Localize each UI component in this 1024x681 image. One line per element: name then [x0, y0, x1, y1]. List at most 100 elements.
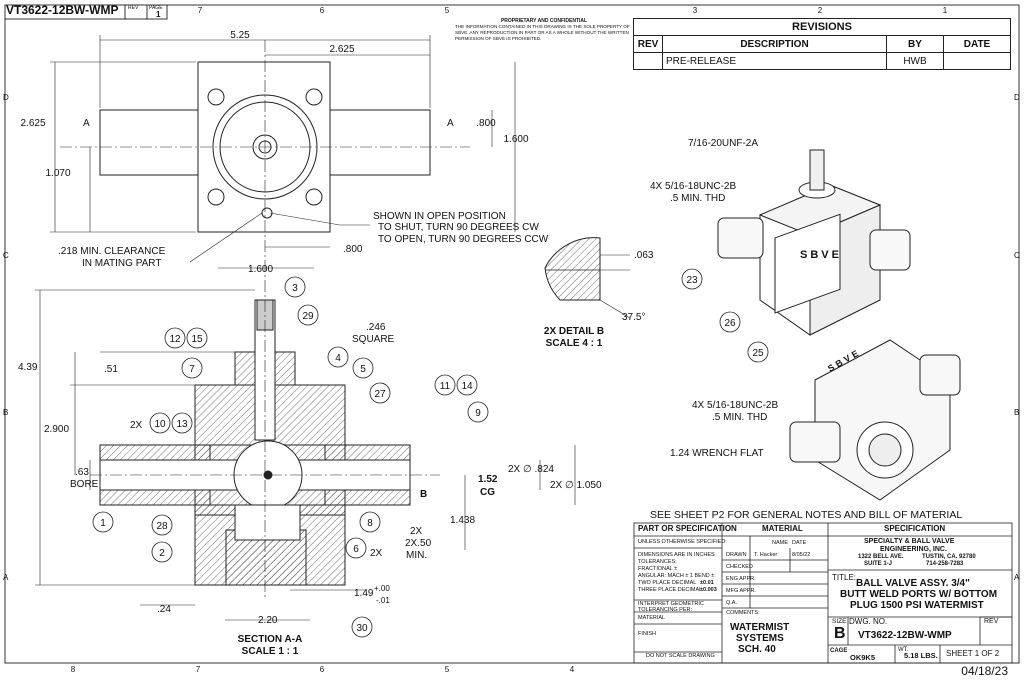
zone-top: 1: [943, 6, 948, 15]
tol-minus: -.01: [376, 596, 390, 605]
dim-min: MIN.: [406, 550, 427, 561]
page-header-label: PAGE: [149, 5, 163, 11]
date-header: DATE: [792, 540, 807, 546]
dim-1438: 1.438: [450, 515, 475, 526]
dim-250: 2X.50: [405, 538, 432, 549]
balloon-label: 13: [176, 419, 188, 430]
zone-top: 5: [445, 6, 450, 15]
mfg-appr-label: MFG APPR.: [726, 588, 756, 594]
section-balloons: 3 29 12 15 4 7 5 27 11 14 9 10 13 1 28 8…: [92, 276, 489, 638]
balloon-label: 12: [169, 334, 181, 345]
size-value: B: [834, 625, 846, 642]
sheet-label: SHEET 1 OF 2: [946, 649, 1000, 658]
interpret-label: INTERPRET GEOMETRIC: [638, 601, 704, 607]
zone-side: A: [3, 573, 9, 582]
balloon-label: 1: [100, 518, 106, 529]
rev-header-label: REV: [128, 5, 139, 11]
zone-bottom: 6: [320, 665, 325, 674]
balloon: [369, 382, 391, 404]
rev-col-header: REV: [633, 35, 663, 53]
title-block-grid: [633, 522, 1013, 664]
date-cell: [943, 52, 1011, 70]
balloon-label: 9: [475, 408, 481, 419]
dwg-no-value: VT3622-12BW-WMP: [858, 630, 952, 641]
zone-top: 7: [198, 6, 203, 15]
dim-bottom-800: .800: [343, 244, 363, 255]
title-line-3: PLUG 1500 PSI WATERMIST: [850, 600, 984, 611]
detail-dim-063: .063: [634, 250, 654, 261]
company-line-2: ENGINEERING, INC.: [880, 546, 947, 553]
three-place-value: ±0.003: [700, 587, 717, 593]
balloon-label: 29: [302, 311, 314, 322]
material-line-2: SYSTEMS: [736, 633, 784, 644]
part-spec-label: PART OR SPECIFICATION: [638, 524, 737, 533]
address-line-1: 1322 BELL AVE.: [858, 554, 904, 560]
balloon-label: 7: [189, 364, 195, 375]
zone-side: B: [1014, 408, 1019, 417]
zone-top: 2: [818, 6, 823, 15]
detail-b-view: [544, 237, 631, 319]
section-marker-a: A: [447, 118, 454, 129]
section-dims: [35, 289, 576, 621]
balloon: [351, 616, 373, 638]
comments-label: COMMENTS:: [726, 610, 760, 616]
title-block: PART OR SPECIFICATION MATERIAL SPECIFICA…: [634, 521, 1012, 662]
revisions-table: REVISIONS REV DESCRIPTION BY DATE PRE-RE…: [633, 18, 1011, 70]
balloon: [151, 514, 173, 536]
balloon: [151, 541, 173, 563]
dim-220: 2.20: [258, 615, 278, 626]
tol-plus: +.00: [374, 584, 390, 593]
proprietary-title: PROPRIETARY AND CONFIDENTIAL: [500, 18, 588, 24]
material-header: MATERIAL: [762, 524, 803, 533]
title-label: TITLE:: [832, 573, 857, 582]
label-2x: 2X: [130, 420, 143, 431]
section-marker-a: A: [83, 118, 90, 129]
cage-label: CAGE: [830, 648, 848, 654]
cage-value: OK9K5: [850, 653, 876, 662]
two-place-label: TWO PLACE DECIMAL: [638, 580, 697, 586]
cg-label: CG: [480, 487, 495, 498]
dim-2x824: 2X ∅ .824: [508, 464, 554, 475]
detail-angle: 37.5°: [622, 312, 645, 323]
balloon: [164, 327, 186, 349]
unless-label: UNLESS OTHERWISE SPECIFIED:: [638, 539, 727, 545]
address-line-2: TUSTIN, CA. 92780: [922, 554, 976, 560]
balloon-label: 14: [461, 381, 473, 392]
note-open-3: TO OPEN, TURN 90 DEGREES CCW: [378, 234, 549, 245]
dim-63: .63: [75, 467, 89, 478]
dim-439: 4.39: [18, 362, 38, 373]
detail-title: 2X DETAIL B: [544, 326, 604, 337]
balloon-label: 3: [292, 283, 298, 294]
eng-appr-label: ENG APPR.: [726, 576, 756, 582]
zone-top: 6: [320, 6, 325, 15]
zone-labels: 7 6 5 3 2 1 8 7 6 5 4 D C B A D C B A: [3, 6, 1020, 674]
by-cell: HWB: [886, 52, 944, 70]
drawn-date: 8/05/22: [792, 552, 811, 558]
balloon-label: 5: [360, 364, 366, 375]
drawn-by: T. Hacker: [754, 552, 778, 558]
tol-per-label: TOLERANCING PER:: [638, 607, 692, 613]
company-line-1: SPECIALTY & BALL VALVE: [864, 538, 955, 545]
rev-cell: [633, 52, 663, 70]
dim-bore: BORE: [70, 479, 99, 490]
weight-label: WT.: [898, 647, 909, 653]
top-view: [50, 35, 516, 280]
dim-2x1050: 2X ∅ 1.050: [550, 480, 602, 491]
balloon-label: 6: [353, 544, 359, 555]
dim-1600: 1.600: [503, 134, 528, 145]
balloon: [171, 412, 193, 434]
name-header: NAME: [772, 540, 788, 546]
dim-246: .246: [366, 322, 386, 333]
specification-header: SPECIFICATION: [884, 524, 946, 533]
dim-square: SQUARE: [352, 334, 395, 345]
detail-b-callout: B: [420, 489, 427, 500]
balloon: [345, 537, 367, 559]
dim-width: 5.25: [230, 30, 250, 41]
page-header-value: 1: [156, 10, 161, 19]
iso-thread-bottom: 4X 5/16-18UNC-2B: [692, 400, 778, 411]
header-box: [4, 4, 168, 20]
see-sheet-note: SEE SHEET P2 FOR GENERAL NOTES AND BILL …: [650, 509, 962, 521]
balloon: [297, 304, 319, 326]
note-open-1: SHOWN IN OPEN POSITION: [373, 211, 506, 222]
